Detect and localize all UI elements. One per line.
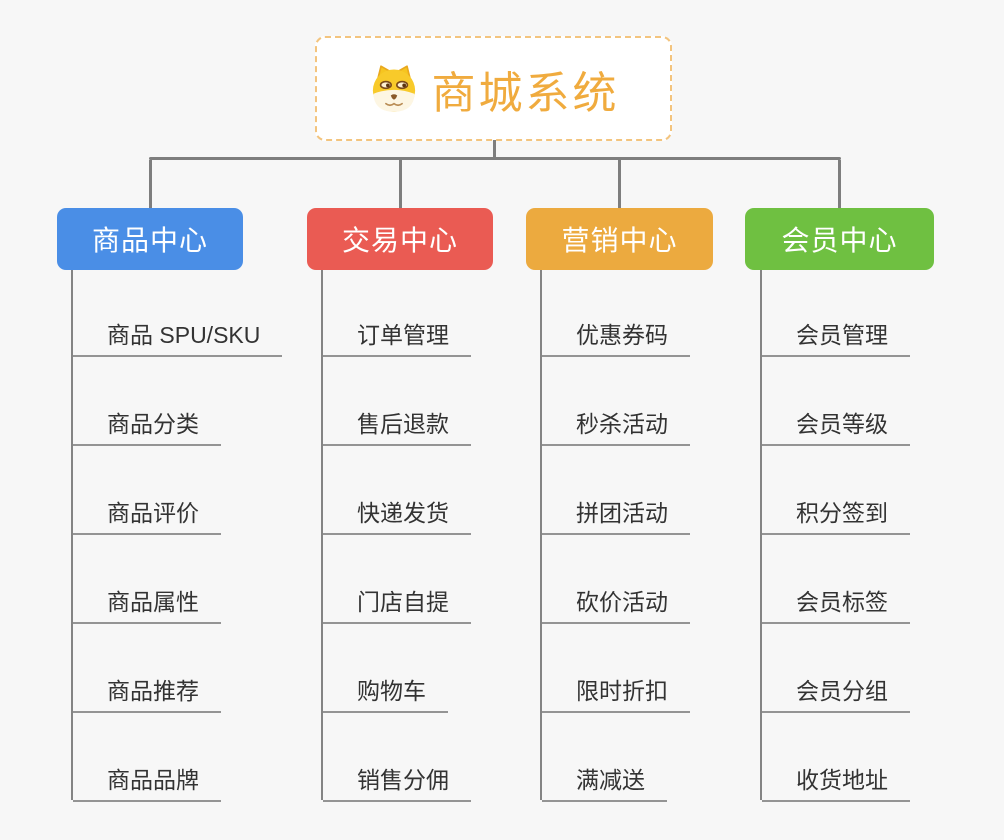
child-node[interactable]: 会员标签 [762, 533, 910, 624]
child-node-label: 会员管理 [762, 316, 910, 357]
child-column-product: 商品 SPU/SKU 商品分类 商品评价 商品属性 商品推荐 商品品牌 [71, 270, 283, 802]
root-node-mall-system[interactable]: 商城系统 [315, 36, 672, 141]
child-node-label: 商品 SPU/SKU [73, 316, 283, 357]
child-node-label: 秒杀活动 [542, 405, 690, 446]
child-node[interactable]: 收货地址 [762, 711, 910, 802]
child-node-label: 拼团活动 [542, 494, 690, 535]
child-node[interactable]: 购物车 [323, 622, 471, 713]
child-node-label: 积分签到 [762, 494, 910, 535]
connector-drop-product [149, 160, 152, 208]
child-node-label: 满减送 [542, 761, 667, 802]
child-node-label: 商品属性 [73, 583, 221, 624]
child-node-label: 订单管理 [323, 316, 471, 357]
child-node-label: 限时折扣 [542, 672, 690, 713]
child-node[interactable]: 砍价活动 [542, 533, 690, 624]
child-node[interactable]: 限时折扣 [542, 622, 690, 713]
child-node[interactable]: 优惠券码 [542, 270, 690, 357]
child-node-label: 售后退款 [323, 405, 471, 446]
child-node[interactable]: 销售分佣 [323, 711, 471, 802]
child-node[interactable]: 会员等级 [762, 355, 910, 446]
child-node[interactable]: 商品评价 [73, 444, 282, 535]
connector-drop-marketing [618, 160, 621, 208]
child-node-label: 快递发货 [323, 494, 471, 535]
child-node-label: 会员标签 [762, 583, 910, 624]
child-node-label: 购物车 [323, 672, 448, 713]
branch-label: 交易中心 [341, 225, 458, 256]
branch-node-trade-center[interactable]: 交易中心 [307, 208, 493, 270]
child-node-label: 会员分组 [762, 672, 910, 713]
child-node[interactable]: 售后退款 [323, 355, 471, 446]
connector-drop-member [838, 160, 841, 208]
child-node[interactable]: 商品推荐 [73, 622, 282, 713]
branch-node-member-center[interactable]: 会员中心 [745, 208, 934, 270]
child-node[interactable]: 商品品牌 [73, 711, 282, 802]
branch-label: 商品中心 [91, 225, 208, 256]
child-node-label: 优惠券码 [542, 316, 690, 357]
child-node-label: 商品品牌 [73, 761, 221, 802]
connector-root-stub [493, 140, 496, 157]
child-node-label: 门店自提 [323, 583, 471, 624]
child-node[interactable]: 商品分类 [73, 355, 282, 446]
child-node-label: 商品分类 [73, 405, 221, 446]
child-node-label: 砍价活动 [542, 583, 690, 624]
branch-node-product-center[interactable]: 商品中心 [57, 208, 243, 270]
child-node[interactable]: 会员分组 [762, 622, 910, 713]
child-node-label: 商品评价 [73, 494, 221, 535]
child-node-label: 会员等级 [762, 405, 910, 446]
child-node[interactable]: 积分签到 [762, 444, 910, 535]
branch-label: 会员中心 [781, 225, 898, 256]
child-column-trade: 订单管理 售后退款 快递发货 门店自提 购物车 销售分佣 [321, 270, 471, 802]
child-node[interactable]: 商品属性 [73, 533, 282, 624]
branch-label: 营销中心 [561, 225, 678, 256]
branch-node-marketing-center[interactable]: 营销中心 [526, 208, 713, 270]
child-node[interactable]: 拼团活动 [542, 444, 690, 535]
child-node[interactable]: 商品 SPU/SKU [73, 270, 283, 357]
child-node[interactable]: 秒杀活动 [542, 355, 690, 446]
child-node-label: 收货地址 [762, 761, 910, 802]
child-column-member: 会员管理 会员等级 积分签到 会员标签 会员分组 收货地址 [760, 270, 910, 802]
child-column-marketing: 优惠券码 秒杀活动 拼团活动 砍价活动 限时折扣 满减送 [540, 270, 690, 802]
child-node-label: 销售分佣 [323, 761, 471, 802]
child-node[interactable]: 满减送 [542, 711, 690, 802]
child-node[interactable]: 订单管理 [323, 270, 471, 357]
root-node-title: 商城系统 [431, 68, 620, 118]
child-node[interactable]: 会员管理 [762, 270, 910, 357]
dog-icon [372, 64, 415, 112]
child-node[interactable]: 门店自提 [323, 533, 471, 624]
child-node[interactable]: 快递发货 [323, 444, 471, 535]
connector-drop-trade [399, 160, 402, 208]
connector-horizontal [149, 157, 841, 160]
child-node-label: 商品推荐 [73, 672, 221, 713]
